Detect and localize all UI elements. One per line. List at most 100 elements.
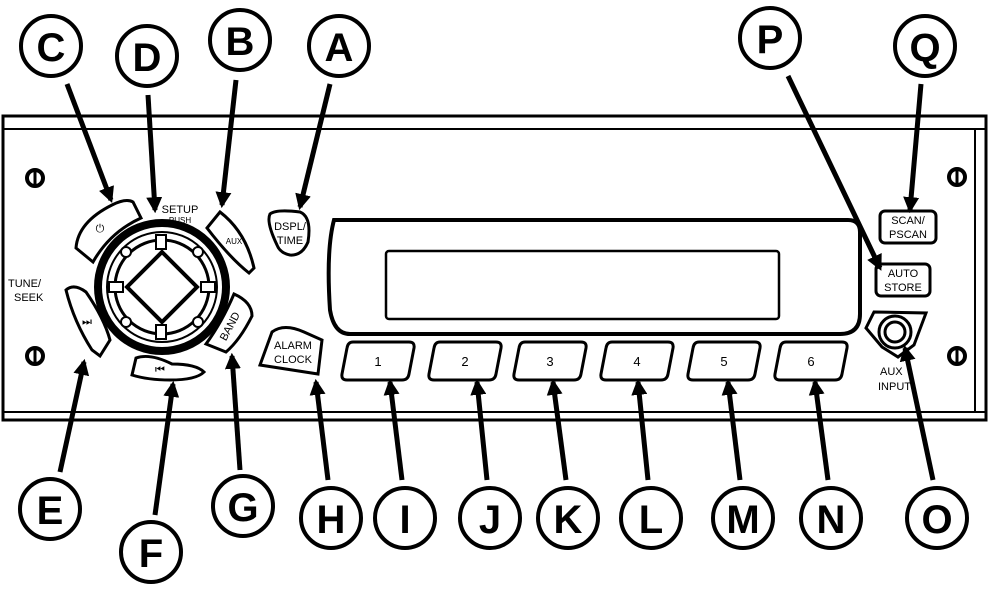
callout-p: P (738, 6, 883, 271)
leader-arrow (64, 83, 114, 203)
leader-arrow (785, 74, 883, 271)
callout-letter: N (817, 498, 846, 542)
preset-button-4[interactable]: 4 (599, 340, 675, 382)
leader-arrow (295, 83, 333, 211)
callout-i: I (373, 378, 437, 550)
tune-seek-label-line1: TUNE/ (8, 278, 42, 290)
callout-b: B (208, 8, 272, 209)
callout-circle (307, 14, 371, 78)
leader-arrow (903, 83, 924, 214)
preset-button-2[interactable]: 2 (427, 340, 503, 382)
callout-circle (458, 486, 522, 550)
callout-letter: L (639, 498, 663, 542)
callout-circle (19, 14, 83, 78)
leader-arrow (546, 378, 569, 481)
alarm-clock-button[interactable]: ALARM CLOCK (257, 326, 324, 376)
leader-arrow (145, 94, 163, 214)
store-label: STORE (884, 282, 922, 294)
callout-letter: H (317, 498, 346, 542)
alarm-label: ALARM (274, 340, 312, 352)
callout-circle (208, 8, 272, 72)
seek-back-button[interactable]: ⏮ (130, 355, 207, 382)
callout-letter: G (227, 486, 258, 530)
scan-pscan-button[interactable]: SCAN/ PSCAN (878, 209, 938, 245)
leader-arrow (470, 378, 490, 481)
seek-back-icon: ⏮ (155, 364, 165, 376)
preset-button-1[interactable]: 1 (340, 340, 416, 382)
push-label: PUSH (169, 216, 191, 225)
callout-letter: P (757, 18, 784, 62)
callout-letter: I (399, 498, 410, 542)
dspl-time-button[interactable]: DSPL/ TIME (267, 209, 311, 257)
preset-button-5[interactable]: 5 (686, 340, 762, 382)
callout-letter: J (479, 498, 501, 542)
preset-label: 1 (374, 354, 381, 369)
callout-letter: F (139, 532, 163, 576)
leader-arrow (215, 79, 239, 209)
aux-label: AUX (226, 237, 243, 246)
callout-circle (373, 486, 437, 550)
tune-seek-label-line2: SEEK (14, 292, 44, 304)
callout-circle (711, 486, 775, 550)
auto-label: AUTO (888, 268, 919, 280)
callout-d: D (115, 24, 179, 214)
leader-arrow (899, 344, 936, 481)
callout-letter: E (37, 489, 64, 533)
preset-label: 3 (546, 354, 553, 369)
callout-letter: Q (909, 26, 940, 70)
callout-k: K (536, 378, 600, 550)
callout-circle (799, 486, 863, 550)
auto-store-button[interactable]: AUTO STORE (874, 262, 932, 298)
callout-letter: C (37, 26, 66, 70)
callout-l: L (619, 378, 683, 550)
callout-circle (211, 474, 275, 538)
power-button[interactable]: ⏻ (74, 199, 144, 265)
callout-e: E (18, 358, 90, 541)
power-icon: ⏻ (96, 223, 105, 235)
aux-button[interactable]: AUX (205, 209, 256, 276)
callout-c: C (19, 14, 114, 203)
callout-circle (619, 486, 683, 550)
leader-arrow (383, 378, 405, 481)
callout-g: G (211, 352, 275, 538)
time-label: TIME (277, 235, 303, 247)
display-screen (384, 249, 781, 321)
preset-label: 5 (720, 354, 727, 369)
callout-m: M (711, 378, 775, 550)
screw-bottom-right (947, 346, 967, 366)
leader-arrow (57, 358, 90, 473)
leader-arrow (309, 378, 331, 481)
callout-circle (536, 486, 600, 550)
preset-button-6[interactable]: 6 (773, 340, 849, 382)
leader-arrow (152, 380, 180, 516)
tune-seek-knob[interactable] (94, 219, 230, 355)
setup-label: SETUP (162, 204, 199, 216)
callout-letter: K (554, 498, 583, 542)
callout-circle (738, 6, 802, 70)
callout-letter: A (325, 26, 354, 70)
callout-f: F (119, 380, 183, 584)
callout-circle (299, 486, 363, 550)
callout-letter: B (226, 20, 255, 64)
callout-o: O (899, 344, 969, 550)
callout-q: Q (893, 14, 957, 214)
callout-h: H (299, 378, 363, 550)
band-button[interactable]: BAND (203, 292, 254, 354)
preset-button-3[interactable]: 3 (512, 340, 588, 382)
screw-bottom-left (25, 346, 45, 366)
callout-circle (893, 14, 957, 78)
screw-top-right (947, 167, 967, 187)
leader-arrow (721, 378, 743, 481)
clock-label: CLOCK (274, 354, 313, 366)
callout-letter: D (133, 36, 162, 80)
callout-circle (905, 486, 969, 550)
preset-label: 6 (807, 354, 814, 369)
leader-arrow (808, 378, 831, 481)
preset-label: 2 (461, 354, 468, 369)
dspl-label: DSPL/ (274, 221, 307, 233)
seek-forward-button[interactable]: ⏭ (64, 285, 112, 359)
aux-input-label-line2: INPUT (878, 381, 911, 393)
leader-arrow (631, 378, 651, 481)
leader-arrow (224, 352, 243, 471)
